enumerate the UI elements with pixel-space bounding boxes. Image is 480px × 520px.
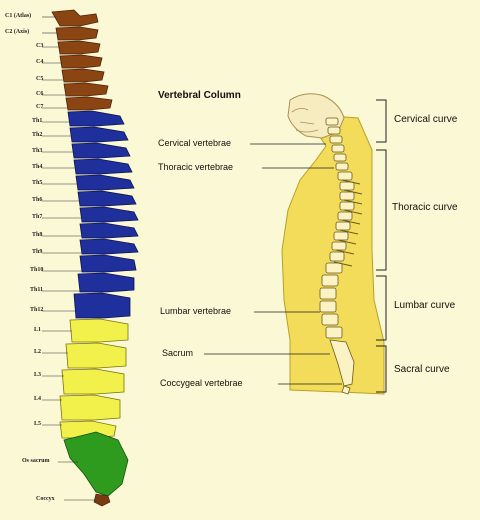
label-sacrum: Sacrum [162, 348, 194, 358]
label-th11: Th11 [30, 287, 44, 293]
label-th7: Th7 [32, 214, 43, 220]
label-th9: Th9 [32, 249, 43, 255]
right-label-leaders [204, 143, 342, 385]
label-c2: C2 (Axis) [5, 29, 30, 35]
left-label-leaders [42, 16, 96, 501]
label-coccyx: Coccyx [36, 496, 55, 502]
label-thoracic-vertebrae: Thoracic vertebrae [158, 162, 234, 172]
spinous-processes [333, 179, 363, 267]
label-l4: L4 [34, 396, 42, 402]
label-l5: L5 [34, 421, 42, 427]
label-th5: Th5 [32, 180, 43, 186]
label-th12: Th12 [30, 307, 44, 313]
label-coccygeal-vertebrae: Coccygeal vertebrae [160, 378, 243, 388]
diagram-title: Vertebral Column [158, 90, 241, 101]
lumbar-vertebrae-shape [59, 318, 129, 439]
label-os-sacrum: Os sacrum [22, 458, 50, 464]
curve-brackets [376, 99, 387, 393]
label-lumbar-vertebrae: Lumbar vertebrae [160, 306, 232, 316]
label-lumbar-curve: Lumbar curve [394, 300, 456, 311]
label-l2: L2 [34, 349, 42, 355]
cervical-vertebrae-shape [51, 9, 113, 111]
colored-spine [51, 9, 139, 507]
label-th1: Th1 [32, 118, 43, 124]
label-thoracic-curve: Thoracic curve [392, 202, 458, 213]
label-c6: C6 [36, 91, 44, 97]
label-sacral-curve: Sacral curve [394, 364, 450, 375]
coccyx-shape [93, 493, 111, 507]
label-th3: Th3 [32, 148, 43, 154]
sacrum-shape [63, 431, 129, 497]
label-th10: Th10 [30, 267, 44, 273]
label-l3: L3 [34, 372, 42, 378]
label-c4: C4 [36, 59, 44, 65]
label-th6: Th6 [32, 197, 43, 203]
thoracic-vertebrae-shape [67, 110, 139, 319]
label-th8: Th8 [32, 232, 43, 238]
label-c1: C1 (Atlas) [5, 13, 32, 19]
label-cervical-vertebrae: Cervical vertebrae [158, 138, 232, 148]
label-th4: Th4 [32, 164, 43, 170]
label-c3: C3 [36, 43, 44, 49]
label-c5: C5 [36, 76, 44, 82]
label-c7: C7 [36, 104, 44, 110]
outline-spine [319, 117, 355, 395]
label-cervical-curve: Cervical curve [394, 114, 458, 125]
label-th2: Th2 [32, 132, 43, 138]
label-l1: L1 [34, 327, 42, 333]
